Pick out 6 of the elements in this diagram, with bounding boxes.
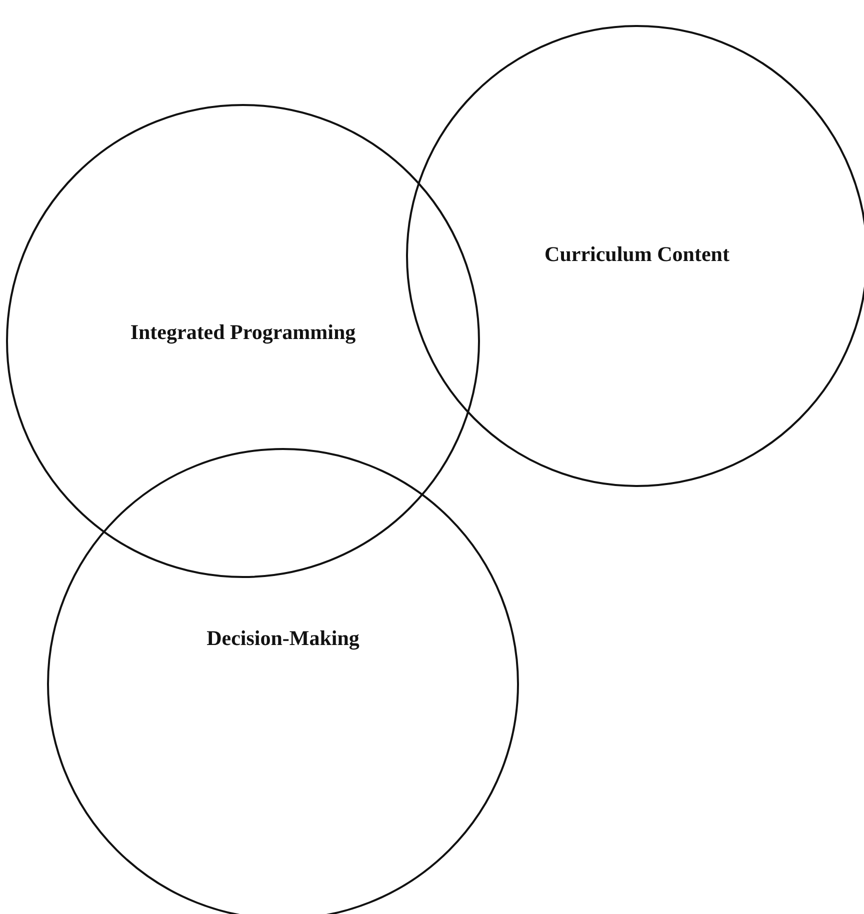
circle xyxy=(47,448,519,914)
circle-label: Curriculum Content xyxy=(544,242,730,267)
circle-label: Integrated Programming xyxy=(129,320,357,345)
circle xyxy=(406,25,864,487)
circle xyxy=(6,104,480,578)
circle-label: Decision-Making xyxy=(206,626,360,651)
